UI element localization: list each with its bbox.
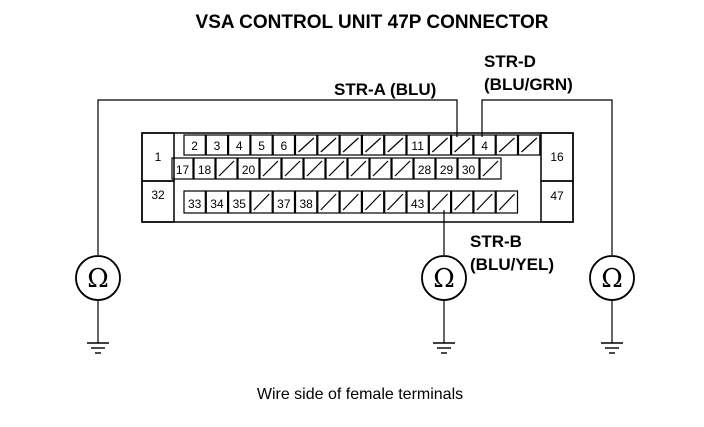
str-b-label-line2: (BLU/YEL) [470, 255, 554, 274]
terminal-label: 37 [277, 197, 291, 211]
terminal-cell [473, 190, 496, 214]
terminal-cell [237, 157, 260, 180]
str-d-wire [481, 99, 613, 255]
terminal-label: 30 [462, 163, 476, 177]
str-a-wire [97, 99, 458, 255]
terminal-label: 18 [198, 163, 212, 177]
terminal-label: 4 [481, 139, 488, 153]
terminal-cell [171, 157, 194, 180]
terminal-cell [317, 190, 340, 214]
connector-47p [141, 132, 574, 223]
terminal-cell [495, 134, 519, 156]
terminal-cell [259, 157, 282, 180]
terminal-cell [228, 134, 251, 156]
terminal-label-16: 16 [550, 150, 564, 164]
terminal-cell [250, 190, 273, 214]
terminal-cell [435, 157, 458, 180]
terminal-label: 34 [210, 197, 224, 211]
str-a-label: STR-A (BLU) [334, 80, 436, 99]
terminal-label: 28 [418, 163, 432, 177]
terminal-cell [384, 190, 407, 214]
terminal-32 [141, 180, 175, 223]
ohm-symbol: Ω [87, 264, 109, 294]
terminal-cell [406, 134, 429, 156]
terminal-cell [294, 134, 318, 156]
terminal-cell [391, 157, 414, 180]
terminal-cell [339, 190, 363, 214]
terminal-cell [325, 157, 348, 180]
terminal-cell [294, 190, 318, 214]
terminal-label-47: 47 [550, 189, 564, 203]
terminal-cell [303, 157, 326, 180]
terminal-cell [413, 157, 436, 180]
diagram-title: VSA CONTROL UNIT 47P CONNECTOR [196, 12, 549, 33]
ground-icon [433, 342, 455, 354]
terminal-cell [495, 190, 519, 214]
ohm-symbol: Ω [433, 264, 455, 294]
terminal-label-32: 32 [151, 188, 165, 202]
str-b-ohmmeter: Ω [421, 255, 467, 354]
terminal-cell [193, 157, 216, 180]
wiring [97, 99, 613, 255]
terminal-cell [479, 157, 502, 180]
terminal-label: 2 [191, 139, 198, 153]
terminal-label: 35 [233, 197, 247, 211]
terminal-cell [428, 134, 452, 156]
diagram-caption: Wire side of female terminals [257, 386, 463, 403]
terminal-label: 38 [299, 197, 313, 211]
terminal-47 [540, 180, 574, 223]
terminal-cell [361, 134, 385, 156]
terminal-label: 5 [258, 139, 265, 153]
terminal-cell [272, 134, 296, 156]
terminal-cell [451, 190, 474, 214]
terminal-cell [384, 134, 407, 156]
terminal-cell [369, 157, 392, 180]
terminal-cell [339, 134, 363, 156]
terminal-label: 3 [214, 139, 221, 153]
terminal-label: 29 [440, 163, 454, 177]
terminal-cell [215, 157, 238, 180]
terminal-cell [347, 157, 370, 180]
terminal-cell [317, 134, 340, 156]
terminal-cell [250, 134, 273, 156]
terminal-cell [183, 190, 206, 214]
terminal-label: 4 [236, 139, 243, 153]
terminal-cell [406, 190, 429, 214]
terminal-label: 11 [411, 139, 424, 153]
str-d-ohmmeter: Ω [589, 255, 635, 354]
terminal-cell [183, 134, 206, 156]
terminal-cell [517, 134, 541, 156]
str-d-label-line2: (BLU/GRN) [484, 75, 573, 94]
terminal-label: 20 [242, 163, 256, 177]
terminal-cell [428, 190, 452, 214]
terminal-cell [361, 190, 385, 214]
terminal-cell [228, 190, 251, 214]
terminal-cell [205, 190, 229, 214]
terminal-cell [205, 134, 229, 156]
ground-icon [601, 342, 623, 354]
terminal-label: 33 [188, 197, 202, 211]
str-d-label-line1: STR-D [484, 52, 536, 71]
terminal-cell [473, 134, 496, 156]
terminal-label-1: 1 [155, 150, 162, 164]
terminal-cell [281, 157, 304, 180]
ground-icon [87, 342, 109, 354]
terminal-label: 17 [176, 163, 190, 177]
terminal-cell [457, 157, 480, 180]
terminal-cell [272, 190, 296, 214]
terminal-cell [451, 134, 474, 156]
str-b-label-line1: STR-B [470, 232, 522, 251]
terminal-label: 6 [281, 139, 288, 153]
str-a-ohmmeter: Ω [75, 255, 121, 354]
ohm-symbol: Ω [601, 264, 623, 294]
terminal-label: 43 [411, 197, 425, 211]
